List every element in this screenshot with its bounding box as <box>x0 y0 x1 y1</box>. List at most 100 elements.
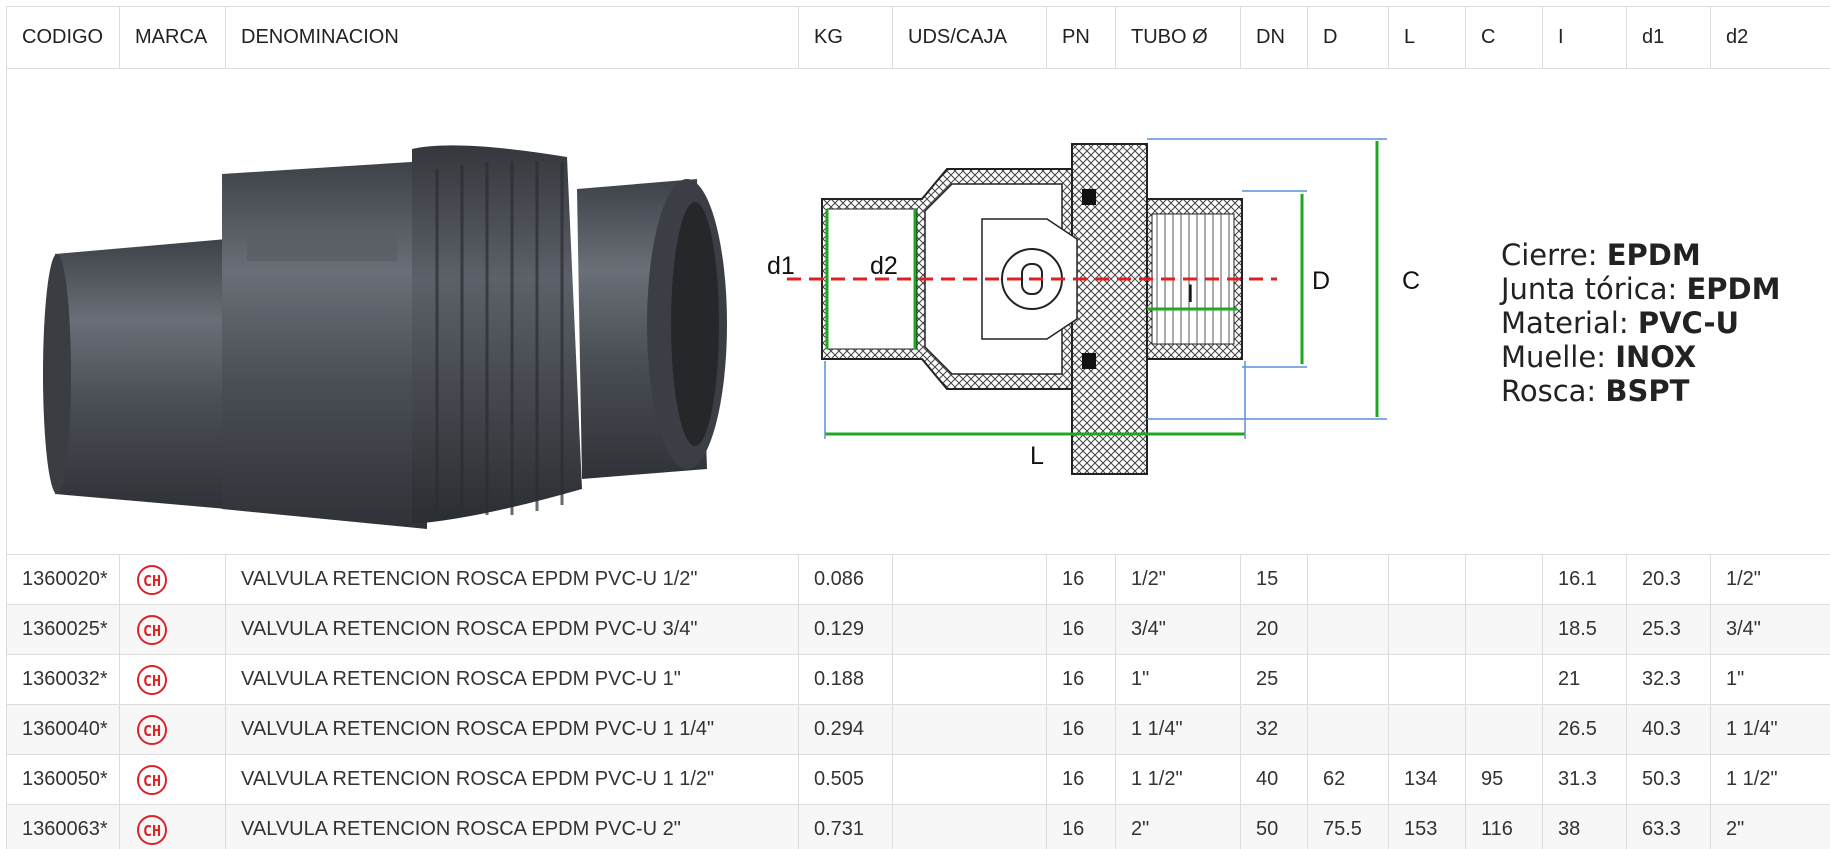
brand-label: CH <box>143 572 161 590</box>
cell-marca: CH <box>119 554 226 605</box>
spec-label: Cierre: <box>1501 238 1607 272</box>
cell-codigo: 1360040* <box>6 704 120 755</box>
spec-line: Junta tórica: EPDM <box>1501 272 1780 306</box>
cell-uds-caja <box>892 604 1047 655</box>
cell-denominacion: VALVULA RETENCION ROSCA EPDM PVC-U 2" <box>225 804 799 849</box>
cell-codigo: 1360025* <box>6 604 120 655</box>
cell-L <box>1388 604 1466 655</box>
cell-uds-caja <box>892 654 1047 705</box>
valve-cross-section-diagram: d1 d2 D C I L <box>767 138 1420 475</box>
cell-d2: 1 1/2" <box>1710 754 1830 805</box>
cell-dn: 25 <box>1240 654 1308 705</box>
col-header-d1[interactable]: d1 <box>1626 6 1711 69</box>
cell-d2: 1" <box>1710 654 1830 705</box>
table-header-row: CODIGO MARCA DENOMINACION KG UDS/CAJA PN… <box>6 6 1830 69</box>
cell-I: 38 <box>1542 804 1627 849</box>
cell-kg: 0.086 <box>798 554 893 605</box>
col-header-L[interactable]: L <box>1388 6 1466 69</box>
cell-C <box>1465 554 1543 605</box>
spec-value: EPDM <box>1686 272 1781 306</box>
col-header-uds-caja[interactable]: UDS/CAJA <box>892 6 1047 69</box>
cell-I: 18.5 <box>1542 604 1627 655</box>
table-row[interactable]: 1360032* CH VALVULA RETENCION ROSCA EPDM P… <box>6 654 1830 705</box>
col-header-C[interactable]: C <box>1465 6 1543 69</box>
cell-uds-caja <box>892 554 1047 605</box>
brand-label: CH <box>143 822 161 840</box>
cell-denominacion: VALVULA RETENCION ROSCA EPDM PVC-U 3/4" <box>225 604 799 655</box>
col-header-I[interactable]: I <box>1542 6 1627 69</box>
cell-I: 31.3 <box>1542 754 1627 805</box>
cell-kg: 0.505 <box>798 754 893 805</box>
cell-d2: 1 1/4" <box>1710 704 1830 755</box>
col-header-tubo[interactable]: TUBO Ø <box>1115 6 1241 69</box>
col-header-kg[interactable]: KG <box>798 6 893 69</box>
cell-uds-caja <box>892 704 1047 755</box>
cell-pn: 16 <box>1046 754 1116 805</box>
cell-C: 95 <box>1465 754 1543 805</box>
cell-D: 62 <box>1307 754 1389 805</box>
col-header-D[interactable]: D <box>1307 6 1389 69</box>
cell-denominacion: VALVULA RETENCION ROSCA EPDM PVC-U 1" <box>225 654 799 705</box>
cell-marca: CH <box>119 604 226 655</box>
product-image-cell: d1 d2 D C I L Cierre: EPDM Junta tórica:… <box>6 68 1830 555</box>
cell-dn: 20 <box>1240 604 1308 655</box>
cell-uds-caja <box>892 754 1047 805</box>
cell-codigo: 1360020* <box>6 554 120 605</box>
ch-logo-icon: CH <box>137 664 167 695</box>
label-d1: d1 <box>767 252 795 280</box>
dimension-lines <box>787 138 1387 439</box>
col-header-d2[interactable]: d2 <box>1710 6 1830 69</box>
spec-line: Cierre: EPDM <box>1501 238 1780 272</box>
cell-dn: 32 <box>1240 704 1308 755</box>
product-table-wrapper: CODIGO MARCA DENOMINACION KG UDS/CAJA PN… <box>6 6 1830 849</box>
brand-label: CH <box>143 722 161 740</box>
col-header-marca[interactable]: MARCA <box>119 6 226 69</box>
label-D: D <box>1312 267 1330 295</box>
cell-D <box>1307 704 1389 755</box>
cell-I: 16.1 <box>1542 554 1627 605</box>
ch-logo-icon: CH <box>137 614 167 645</box>
cell-codigo: 1360032* <box>6 654 120 705</box>
cell-D: 75.5 <box>1307 804 1389 849</box>
spec-label: Muelle: <box>1501 340 1616 374</box>
cell-marca: CH <box>119 704 226 755</box>
cell-D <box>1307 654 1389 705</box>
cell-L <box>1388 654 1466 705</box>
cell-D <box>1307 604 1389 655</box>
brand-label: CH <box>143 772 161 790</box>
label-L: L <box>1030 442 1044 470</box>
cell-tubo: 3/4" <box>1115 604 1241 655</box>
table-row[interactable]: 1360040* CH VALVULA RETENCION ROSCA EPDM P… <box>6 704 1830 755</box>
cell-denominacion: VALVULA RETENCION ROSCA EPDM PVC-U 1 1/4… <box>225 704 799 755</box>
brand-label: CH <box>143 622 161 640</box>
spec-value: PVC-U <box>1637 306 1740 340</box>
col-header-dn[interactable]: DN <box>1240 6 1308 69</box>
cell-tubo: 1" <box>1115 654 1241 705</box>
ch-logo-icon: CH <box>137 564 167 595</box>
table-row[interactable]: 1360025* CH VALVULA RETENCION ROSCA EPDM P… <box>6 604 1830 655</box>
cell-dn: 40 <box>1240 754 1308 805</box>
cell-codigo: 1360063* <box>6 804 120 849</box>
label-I: I <box>1187 280 1194 308</box>
product-table: CODIGO MARCA DENOMINACION KG UDS/CAJA PN… <box>6 6 1830 849</box>
cell-pn: 16 <box>1046 604 1116 655</box>
col-header-pn[interactable]: PN <box>1046 6 1116 69</box>
cell-C <box>1465 704 1543 755</box>
cell-D <box>1307 554 1389 605</box>
material-specs: Cierre: EPDM Junta tórica: EPDM Material… <box>1501 238 1780 408</box>
ch-logo-icon: CH <box>137 764 167 795</box>
cell-d2: 3/4" <box>1710 604 1830 655</box>
col-header-codigo[interactable]: CODIGO <box>6 6 120 69</box>
table-row[interactable]: 1360063* CH VALVULA RETENCION ROSCA EPDM P… <box>6 804 1830 849</box>
cell-d1: 40.3 <box>1626 704 1711 755</box>
cell-tubo: 2" <box>1115 804 1241 849</box>
spec-line: Material: PVC-U <box>1501 306 1780 340</box>
valve-photo <box>43 145 727 529</box>
cell-marca: CH <box>119 654 226 705</box>
label-d2: d2 <box>870 252 898 280</box>
cell-L <box>1388 704 1466 755</box>
col-header-denominacion[interactable]: DENOMINACION <box>225 6 799 69</box>
spec-label: Junta tórica: <box>1501 272 1687 306</box>
